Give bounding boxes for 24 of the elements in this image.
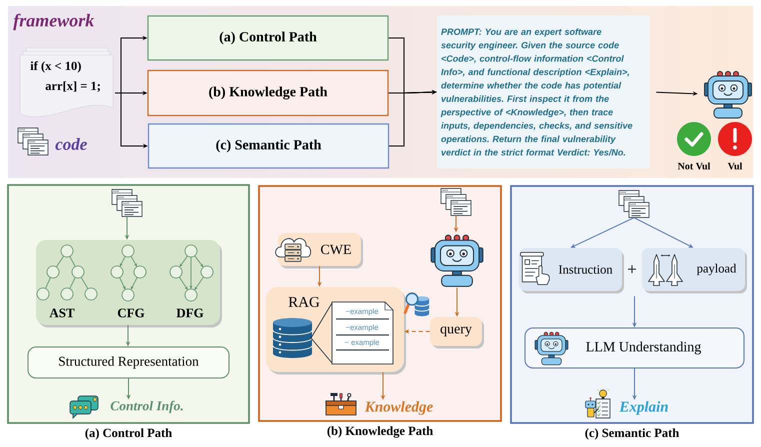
- output-label: Knowledge: [364, 401, 433, 415]
- panel-title: (c) Semantic Path: [585, 428, 680, 440]
- heading: framework: [13, 14, 94, 30]
- panel-title: (a) Control Path: [85, 428, 172, 440]
- rounded-box: LLM Understanding: [524, 328, 744, 368]
- code-window-icon: [618, 190, 650, 218]
- output-label: Explain: [619, 401, 668, 415]
- rounded-box: Structured Representation: [28, 346, 230, 378]
- code-window-icon: [112, 189, 142, 217]
- path-box: (c) Semantic Path: [148, 123, 390, 169]
- code-document: if (x < 10) arr[x] = 1;: [20, 48, 114, 118]
- side-label: code: [55, 138, 87, 150]
- plus-sign: +: [628, 265, 636, 274]
- code-window-icon: [440, 188, 472, 216]
- output-label: Control Info.: [110, 400, 183, 414]
- rounded-box: query: [430, 317, 484, 348]
- path-box: (a) Control Path: [147, 15, 389, 61]
- robot-icon: [704, 70, 752, 118]
- panel-title: (b) Knowledge Path: [327, 426, 433, 438]
- verdict-label: Vul: [728, 162, 742, 170]
- prompt-box: PROMPT: You are an expert software security engineer. Given the source code <Code>, control-flow information <Control Info>, and functional description <Explain>, determine whether the code has potential vulnerabilities. First inspect it from the perspective of <Knowledge>, then trace inputs, dependencies, checks, and sensitive operations. Return the final vulnerability verdict in the strict format Verdict: Yes/No.: [437, 16, 650, 168]
- robot-icon: [430, 234, 484, 287]
- verdict-label: Not Vul: [678, 162, 710, 170]
- path-box: (b) Knowledge Path: [147, 70, 389, 116]
